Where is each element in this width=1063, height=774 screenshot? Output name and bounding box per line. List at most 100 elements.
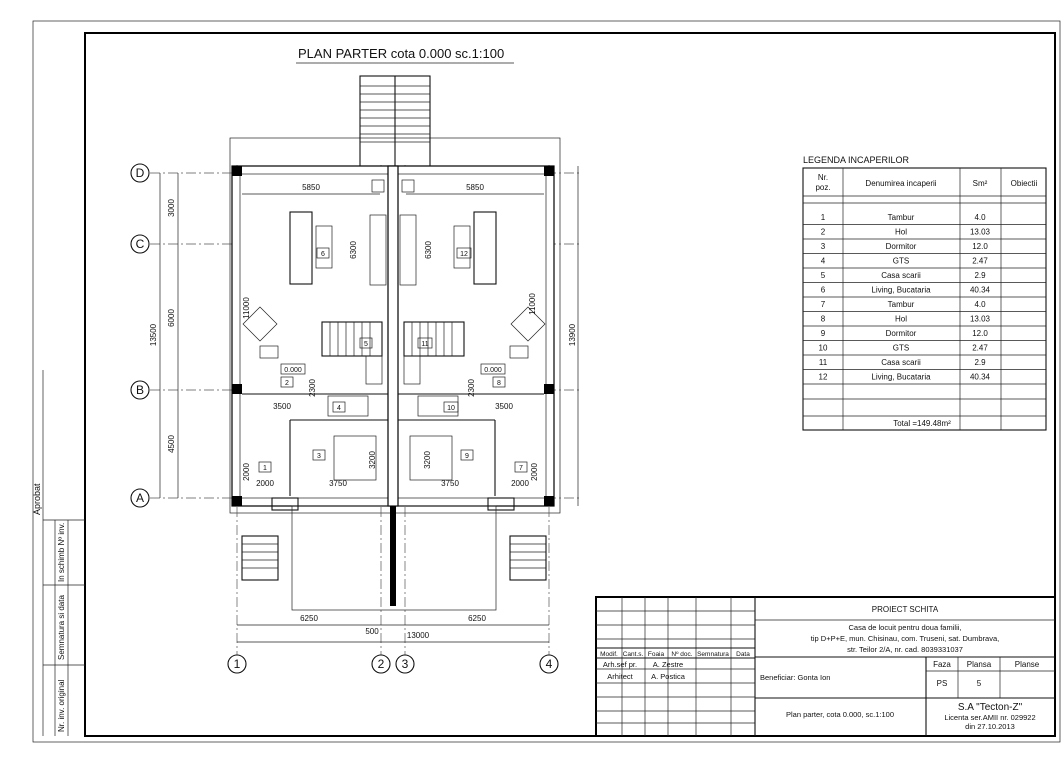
tb-drawing-name: Plan parter, cota 0.000, sc.1:100 xyxy=(786,710,894,719)
room-tag-11: 11 xyxy=(417,337,433,349)
legend-row-name: Hol xyxy=(895,228,907,237)
level-mark-right: 0.000 xyxy=(480,363,506,375)
tb-col-semnatura: Semnatura xyxy=(697,651,729,658)
bed-left xyxy=(333,435,377,481)
dim-2000-right-h: 2000 xyxy=(511,479,529,488)
tb-plansa-label: Plansa xyxy=(967,660,992,669)
tb-role-1: Arh.sef pr. xyxy=(603,660,637,669)
aprobat-label: Aprobat xyxy=(32,483,42,515)
title-block: Modif. Cant.s. Foaia Nº doc. Semnatura D… xyxy=(595,596,1056,737)
dim-2300-left: 2300 xyxy=(308,379,317,397)
dim-3750-right: 3750 xyxy=(441,479,459,488)
tb-name-1: A. Zestre xyxy=(653,660,683,669)
dim-13500: 13500 xyxy=(149,323,158,346)
svg-text:9: 9 xyxy=(465,453,469,460)
legend-row-sm: 40.34 xyxy=(970,373,991,382)
tb-company: S.A "Tecton-Z" xyxy=(958,702,1023,713)
tb-faza-label: Faza xyxy=(933,660,951,669)
legend-row-name: GTS xyxy=(893,344,909,353)
room-tag-3: 3 xyxy=(312,449,326,461)
entrance-stairs-left xyxy=(241,535,279,581)
stamp-label-original: Nr. inv. original xyxy=(57,679,66,732)
tb-licence-2: din 27.10.2013 xyxy=(965,722,1015,731)
outer-frame xyxy=(32,20,1061,743)
dim-3500-left: 3500 xyxy=(273,402,291,411)
legend-row-sm: 13.03 xyxy=(970,315,991,324)
fridge-right xyxy=(401,179,415,193)
svg-text:0.000: 0.000 xyxy=(484,367,502,374)
dim-3200-right: 3200 xyxy=(423,451,432,469)
svg-text:A: A xyxy=(136,491,144,505)
dim-13000: 13000 xyxy=(407,631,430,640)
legend-header-sm: Sm² xyxy=(973,179,988,188)
column xyxy=(232,166,242,176)
legend-title: LEGENDA INCAPERILOR xyxy=(803,155,910,165)
dim-2000-left-h: 2000 xyxy=(256,479,274,488)
legend-row-nr: 10 xyxy=(819,344,828,353)
legend-row-sm: 2.47 xyxy=(972,257,988,266)
gts-left xyxy=(327,395,369,417)
tb-col-foaia: Foaia xyxy=(648,651,665,658)
sofa-left xyxy=(289,211,313,285)
legend-row-sm: 2.47 xyxy=(972,344,988,353)
north-stairs xyxy=(359,75,431,167)
side-stamp: Aprobat Nr. inv. original Semnatura si d… xyxy=(32,370,85,736)
legend-row-sm: 13.03 xyxy=(970,228,991,237)
tb-plansa-value: 5 xyxy=(977,679,982,688)
dim-4500: 4500 xyxy=(167,435,176,453)
dim-6000: 6000 xyxy=(167,309,176,327)
column xyxy=(544,384,554,394)
svg-text:3: 3 xyxy=(402,657,409,671)
legend-row-name: Dormitor xyxy=(886,329,917,338)
legend-row-sm: 2.9 xyxy=(974,358,986,367)
axis-bubble-b: B xyxy=(130,380,150,400)
svg-text:B: B xyxy=(136,383,144,397)
legend-total: Total =149.48m² xyxy=(893,419,951,428)
svg-text:7: 7 xyxy=(519,465,523,472)
svg-text:6: 6 xyxy=(321,251,325,258)
svg-text:0.000: 0.000 xyxy=(284,367,302,374)
dim-5850-left: 5850 xyxy=(302,183,320,192)
dim-2300-right: 2300 xyxy=(467,379,476,397)
legend-row-nr: 3 xyxy=(821,242,826,251)
legend-row-name: Tambur xyxy=(888,300,915,309)
tb-role-2: Arhitect xyxy=(607,672,633,681)
dim-13900: 13900 xyxy=(568,323,577,346)
legend-row: 11 Casa scarii 2.9 xyxy=(803,358,1046,370)
terrace-divider xyxy=(390,506,396,606)
party-wall xyxy=(387,165,399,507)
porch-right xyxy=(487,497,515,511)
legend-row-nr: 12 xyxy=(819,373,828,382)
tb-licence-1: Licenta ser.AMII nr. 029922 xyxy=(944,713,1035,722)
dim-11000-left: 11000 xyxy=(242,297,251,319)
dining-table-left xyxy=(315,225,333,269)
room-tag-4: 4 xyxy=(332,401,346,413)
dim-3500-right: 3500 xyxy=(495,402,513,411)
tb-desc-3: str. Teilor 2/A, nr. cad. 8039331037 xyxy=(847,645,963,654)
legend-table: LEGENDA INCAPERILOR Nr.poz. Denumirea in… xyxy=(802,155,1047,431)
dim-2000-left-v: 2000 xyxy=(242,463,251,481)
dim-2000-right-v: 2000 xyxy=(530,463,539,481)
legend-row-nr: 11 xyxy=(819,358,828,367)
room-tag-8: 8 xyxy=(492,376,506,388)
legend-header-obj: Obiectii xyxy=(1011,179,1038,188)
kitchen-counter-left xyxy=(369,214,387,286)
cabinet-right xyxy=(509,345,529,359)
bed-right xyxy=(409,435,453,481)
dim-3200-left: 3200 xyxy=(368,451,377,469)
svg-text:2: 2 xyxy=(285,380,289,387)
entrance-stairs-right xyxy=(509,535,547,581)
tb-col-doc: Nº doc. xyxy=(671,651,692,658)
dim-5850-right: 5850 xyxy=(466,183,484,192)
legend-row-sm: 12.0 xyxy=(972,329,988,338)
legend-row-nr: 1 xyxy=(821,213,826,222)
tb-planse-label: Planse xyxy=(1015,660,1040,669)
legend-row-name: Casa scarii xyxy=(881,358,921,367)
legend-row-sm: 4.0 xyxy=(974,213,986,222)
